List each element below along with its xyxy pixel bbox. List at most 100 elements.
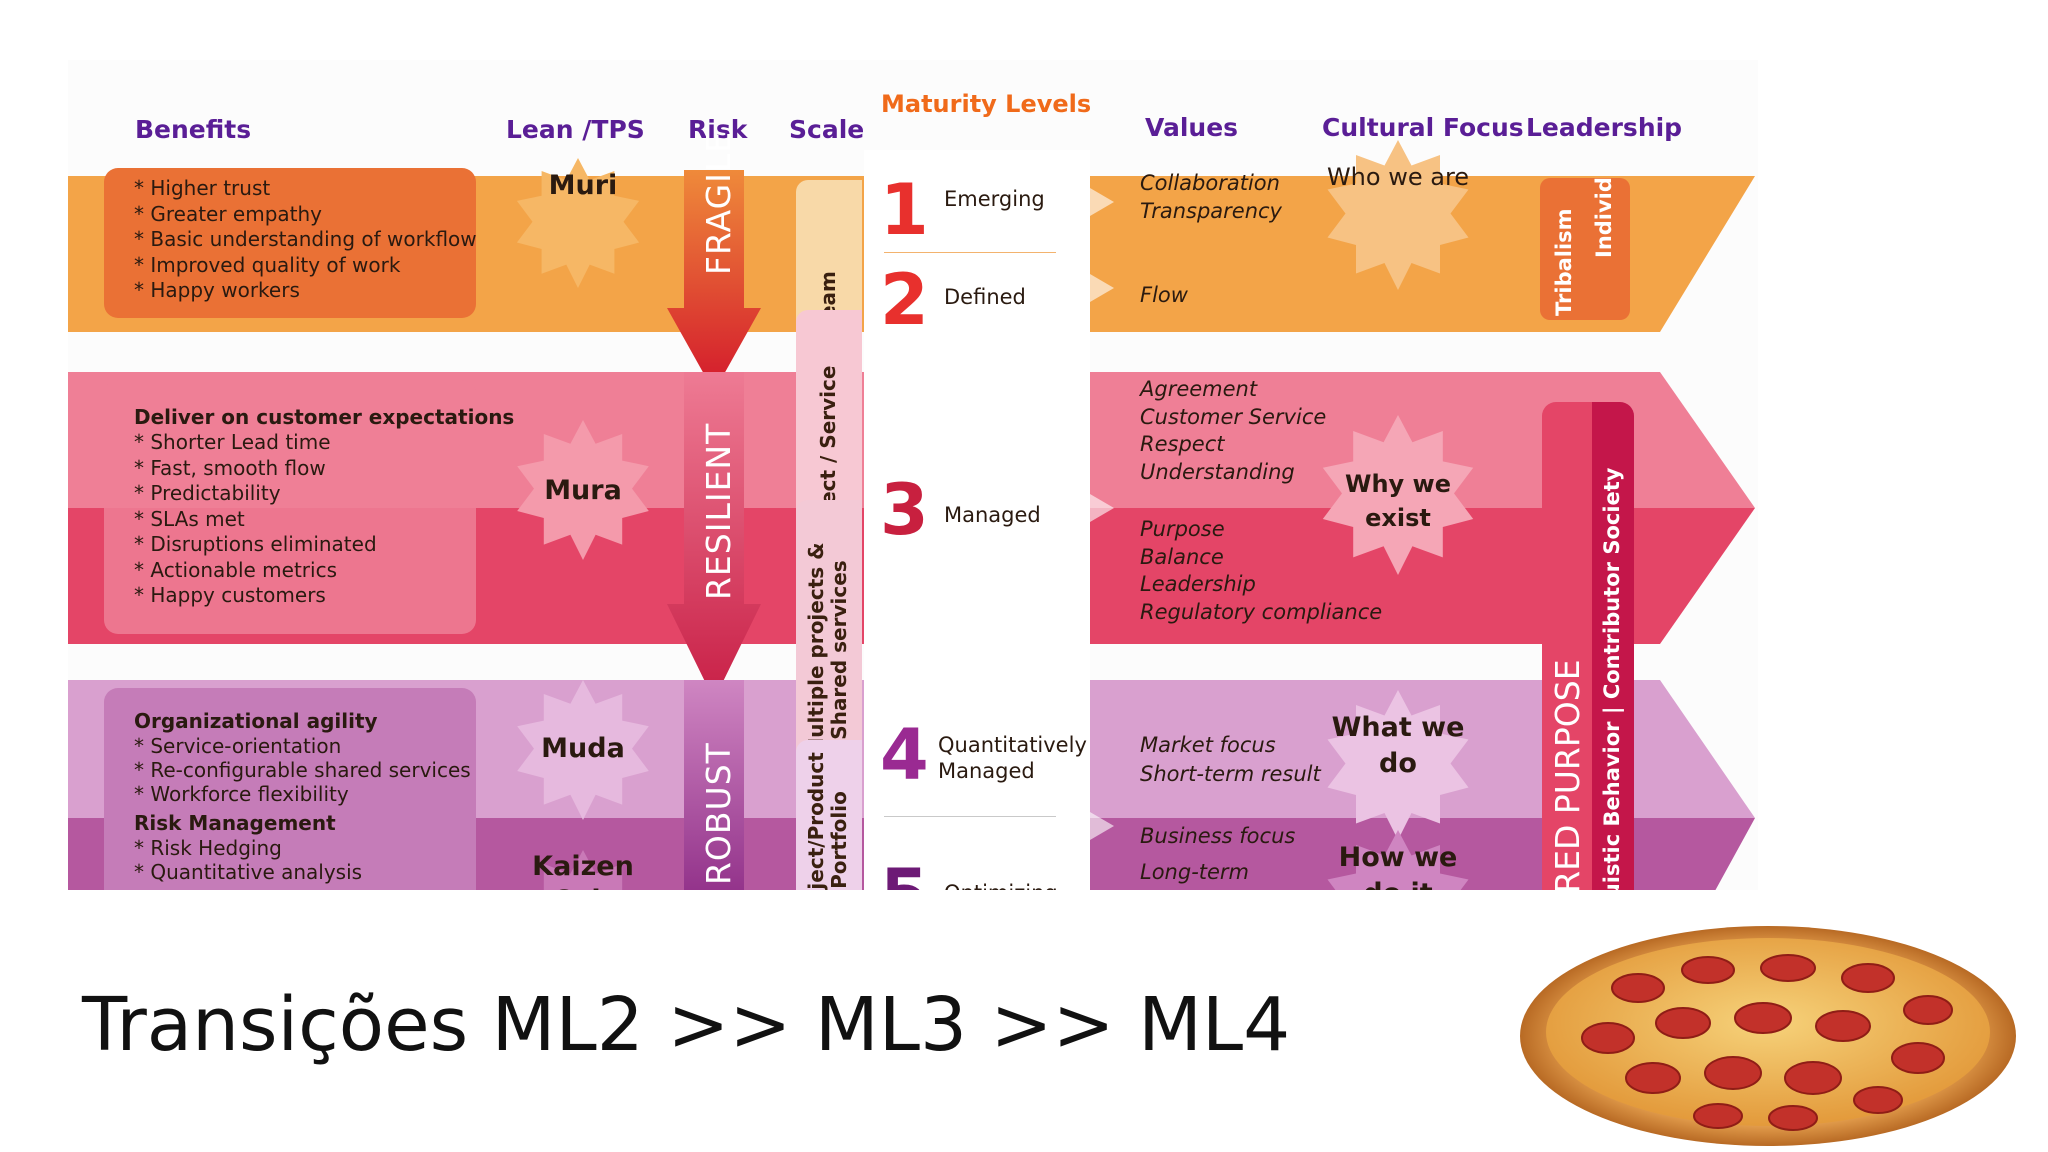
values-group-4a: Market focus Short-term result	[1140, 731, 1321, 789]
value-item: Customer Service	[1140, 404, 1327, 429]
leadership-individualism: Individualism	[1592, 178, 1616, 258]
maturity-name-4: Quantitatively Managed	[938, 733, 1087, 783]
lean-mura: Mura	[544, 475, 622, 506]
kanban-maturity-chart: Benefits Lean /TPS Risk Scale Maturity L…	[68, 60, 1758, 890]
value-pointer-4	[1090, 812, 1114, 840]
cultural-who: Who we are	[1326, 163, 1470, 191]
header-risk: Risk	[688, 115, 748, 144]
risk-arrow-resilient	[667, 372, 761, 700]
maturity-number-4: 4	[880, 714, 929, 796]
value-item: Business focus	[1140, 824, 1296, 848]
benefits-box-pink: Deliver on customer expectations * Short…	[104, 380, 514, 634]
maturity-name-1: Emerging	[944, 187, 1045, 211]
leadership-unity: UNITY, SHARED PURPOSE	[1548, 659, 1587, 890]
benefit-item: * Fast, smooth flow	[134, 455, 326, 480]
value-pointer-3	[1090, 494, 1114, 522]
slide-title: Transições ML2 >> ML3 >> ML4	[82, 982, 1291, 1068]
benefit-item: * Predictability	[134, 481, 281, 505]
benefit-item: * Greater empathy	[134, 201, 323, 226]
benefit-item: * Workforce flexibility	[134, 782, 349, 806]
value-item: Regulatory compliance	[1140, 599, 1383, 624]
scale-portfolio-label: Project/Product Portfolio	[804, 752, 851, 890]
values-group-4b: Business focus Long-term investment	[1140, 818, 1295, 890]
value-item: Market focus	[1140, 733, 1276, 757]
benefit-item: * Quantitative analysis	[134, 860, 363, 884]
value-item: Agreement	[1140, 377, 1258, 401]
scale-portfolio: Project/Product Portfolio	[796, 740, 862, 890]
header-lean: Lean /TPS	[506, 115, 645, 144]
risk-robust: ROBUST	[699, 742, 738, 885]
value-item: Respect	[1140, 432, 1225, 456]
leadership-orange-box: Tribalism Individualism	[1540, 178, 1630, 320]
maturity-number-1: 1	[880, 169, 929, 251]
lean-muda: Muda	[541, 733, 625, 764]
lean-starburst-muri	[516, 158, 640, 288]
leadership-altruistic-bar: Altruistic Behavior | Contributor Societ…	[1592, 402, 1634, 890]
header-scale: Scale	[789, 115, 865, 144]
benefit-heading: Organizational agility	[134, 709, 378, 733]
value-item: Understanding	[1140, 459, 1295, 484]
risk-resilient: RESILIENT	[699, 422, 738, 600]
leadership-altruistic: Altruistic Behavior | Contributor Societ…	[1600, 467, 1624, 891]
benefit-item: * Disruptions eliminated	[134, 532, 377, 556]
benefit-item: * Re-configurable shared services	[134, 758, 471, 782]
benefit-item: * Improved quality of work	[134, 252, 401, 277]
maturity-number-2: 2	[880, 259, 929, 341]
lean-starburst-muda	[517, 680, 649, 820]
maturity-name-5: Optimizing	[944, 880, 1058, 890]
benefit-item: * Service-orientation	[134, 734, 342, 758]
pizza-image	[1520, 926, 2016, 1146]
value-item: Leadership	[1140, 572, 1256, 596]
value-item: Balance	[1140, 544, 1224, 569]
value-item: Collaboration	[1140, 171, 1280, 195]
benefit-item: * SLAs met	[134, 506, 245, 531]
benefit-item: * Happy workers	[134, 278, 300, 302]
values-group-3b: Purpose Balance Leadership Regulatory co…	[1140, 516, 1382, 626]
cultural-how: How we do it	[1338, 842, 1458, 890]
leadership-tribalism: Tribalism	[1552, 208, 1576, 316]
benefit-item: * Basic understanding of workflow	[134, 227, 477, 251]
value-item: Long-term	[1140, 860, 1250, 884]
value-pointer-1	[1090, 188, 1114, 216]
benefit-item: * Happy customers	[134, 583, 326, 607]
lean-starburst-kaizen	[543, 850, 623, 890]
maturity-column	[864, 150, 1090, 890]
header-leadership: Leadership	[1526, 113, 1683, 142]
benefit-item: * Risk Hedging	[134, 836, 282, 860]
benefit-item: * Actionable metrics	[134, 557, 337, 582]
maturity-number-5: 5	[880, 860, 929, 890]
values-group-1: Collaboration Transparency	[1140, 170, 1282, 225]
lean-starburst-mura	[517, 420, 649, 560]
cultural-starburst-what	[1327, 690, 1469, 840]
values-group-2: Flow	[1140, 282, 1188, 310]
lean-muri: Muri	[548, 170, 618, 201]
cultural-what: What we do	[1331, 712, 1465, 779]
value-pointer-2	[1090, 274, 1114, 302]
values-group-3a: Agreement Customer Service Respect Under…	[1140, 376, 1326, 486]
cultural-why: Why we exist	[1344, 470, 1451, 532]
benefit-item: * Higher trust	[134, 176, 271, 200]
header-maturity: Maturity Levels	[881, 90, 1092, 118]
header-values: Values	[1145, 113, 1239, 142]
header-benefits: Benefits	[135, 115, 252, 144]
risk-arrow-robust	[684, 680, 744, 890]
maturity-name-3: Managed	[944, 503, 1041, 527]
value-item: Flow	[1140, 283, 1188, 307]
cultural-starburst-how	[1327, 830, 1469, 890]
benefits-box-purple: Organizational agility * Service-orienta…	[104, 688, 476, 890]
benefit-heading: Risk Management	[134, 811, 336, 835]
leadership-unity-bar: UNITY, SHARED PURPOSE	[1542, 402, 1592, 890]
value-item: Purpose	[1140, 517, 1225, 541]
cultural-starburst-who	[1327, 140, 1469, 290]
maturity-divider	[884, 252, 1056, 253]
value-item: Short-term result	[1140, 762, 1321, 786]
maturity-divider	[884, 816, 1056, 817]
cultural-starburst-why	[1322, 415, 1474, 575]
header-cultural-focus: Cultural Focus	[1322, 113, 1524, 142]
benefits-box-orange: * Higher trust * Greater empathy * Basic…	[104, 168, 477, 318]
maturity-number-3: 3	[880, 469, 929, 551]
risk-arrow-fragile	[667, 170, 761, 392]
value-item: Transparency	[1140, 198, 1282, 223]
lean-kaizen: Kaizen Cult	[532, 851, 634, 890]
